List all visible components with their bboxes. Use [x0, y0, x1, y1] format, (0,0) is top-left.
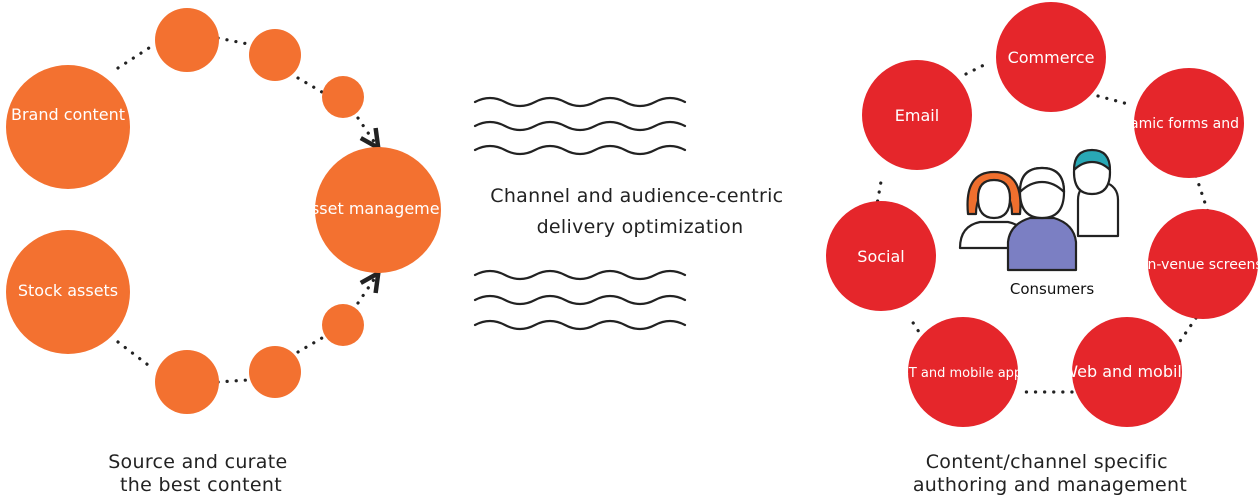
connector-email-commerce: [964, 60, 992, 76]
left-connectors: [116, 36, 324, 384]
brand-content-line: Brand content: [11, 105, 125, 124]
person-left-face: [976, 178, 1012, 220]
person-right-hair: [1072, 148, 1112, 172]
connector-iot-social: [908, 316, 930, 348]
left-caption: Source and curate the best content: [108, 451, 294, 496]
iot-mobile-apps-label: IoT and mobile apps: [897, 366, 1029, 381]
source-node-stock-assets: [6, 230, 130, 354]
connector-orb1-to-orb2: [216, 36, 250, 46]
stock-assets-label: Stock assets: [18, 281, 118, 300]
channel-node-in-venue-screens: [1148, 209, 1258, 319]
iot-mobile-apps-line: IoT and mobile apps: [897, 366, 1029, 381]
connector-social-email: [874, 174, 884, 212]
web-mobile-line: Web and mobile: [1062, 362, 1191, 381]
consumers-label: Consumers: [1010, 280, 1094, 298]
channel-node-iot-mobile-apps: [908, 317, 1018, 427]
right-caption-line-2: authoring and management: [913, 474, 1187, 496]
consumers-line: Consumers: [1010, 280, 1094, 298]
right-caption: Content/channel specific authoring and m…: [913, 451, 1187, 496]
right-circles: [826, 2, 1258, 427]
dynamic-forms-label: Dynamic forms and docs: [1102, 116, 1260, 132]
intermediate-orb: [155, 8, 219, 72]
connector-brand-to-orb1: [116, 44, 154, 70]
connector-invenue-web: [1176, 316, 1198, 346]
email-line: Email: [895, 106, 939, 125]
middle-caption-line-1: Channel and audience-centric: [490, 185, 783, 207]
in-venue-screens-label: In-venue screens: [1143, 257, 1260, 273]
right-caption-line-1: Content/channel specific: [926, 451, 1168, 473]
dynamic-forms-line: Dynamic forms and docs: [1102, 116, 1260, 132]
wave-icon: [473, 96, 687, 156]
email-label: Email: [895, 106, 939, 125]
wave-icon: [473, 269, 687, 331]
social-label: Social: [857, 247, 904, 266]
connector-orb4-to-orb5: [216, 378, 250, 384]
intermediate-orb: [322, 76, 364, 118]
intermediate-orb: [249, 346, 301, 398]
channel-node-web-mobile: [1072, 317, 1182, 427]
left-caption-line-1: Source and curate: [108, 451, 287, 473]
left-caption-line-2: the best content: [120, 474, 282, 496]
commerce-label: Commerce: [1008, 48, 1095, 67]
arrow-icon: [356, 275, 377, 305]
commerce-line: Commerce: [1008, 48, 1095, 67]
in-venue-screens-line: In-venue screens: [1143, 257, 1260, 273]
channel-node-social: [826, 201, 936, 311]
middle-caption-line-2: delivery optimization: [537, 216, 744, 238]
intermediate-orb: [322, 304, 364, 346]
person-center-hair: [1018, 166, 1066, 194]
right-connectors: [874, 60, 1210, 394]
connector-stock-to-orb4: [116, 340, 154, 370]
brand-content-label: Brand content: [11, 105, 125, 124]
asset-management-line: Asset management: [300, 199, 456, 218]
channel-node-commerce: [996, 2, 1106, 112]
person-center-body: [1006, 216, 1078, 272]
connector-orb2-to-orb3: [296, 76, 324, 94]
web-mobile-label: Web and mobile: [1062, 362, 1191, 381]
consumers-icon: [958, 148, 1120, 272]
social-line: Social: [857, 247, 904, 266]
intermediate-orb: [155, 350, 219, 414]
connector-orb5-to-orb6: [296, 336, 324, 354]
left-circles: [6, 8, 441, 414]
asset-management-node: [315, 147, 441, 273]
channel-node-email: [862, 60, 972, 170]
connector-commerce-dynamic: [1096, 94, 1130, 106]
middle-caption: Channel and audience-centric delivery op…: [490, 185, 789, 238]
stock-assets-line: Stock assets: [18, 281, 118, 300]
connector-dynamic-invenue: [1194, 174, 1210, 214]
arrow-icon: [356, 116, 377, 146]
source-node-brand-content: [6, 65, 130, 189]
left-arrows: [356, 116, 377, 305]
intermediate-orb: [249, 29, 301, 81]
channel-node-dynamic-forms: [1134, 68, 1244, 178]
asset-management-label: Asset management: [300, 199, 456, 218]
